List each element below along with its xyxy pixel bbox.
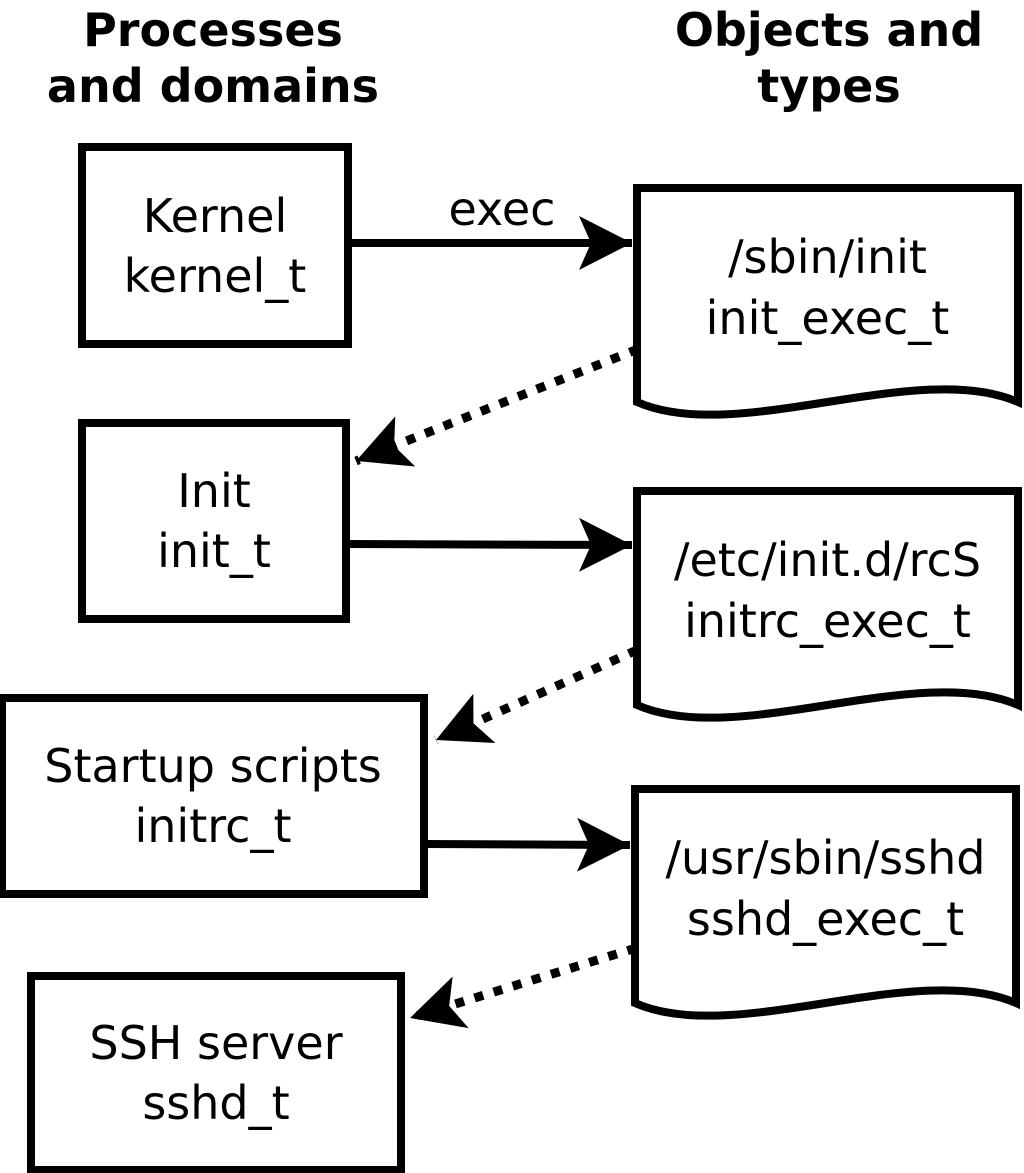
process-box-ssh-server: SSH server sshd_t xyxy=(27,972,405,1173)
process-domain: sshd_t xyxy=(142,1076,290,1130)
transition-arrow-init-exec-to-init xyxy=(354,344,640,467)
object-path: /usr/sbin/sshd xyxy=(665,830,986,885)
process-box-init: Init init_t xyxy=(78,419,350,623)
header-left-line1: Processes xyxy=(83,3,343,57)
object-type: init_exec_t xyxy=(705,290,950,345)
process-name: Kernel xyxy=(142,188,288,243)
object-type: initrc_exec_t xyxy=(684,593,971,648)
object-path: /sbin/init xyxy=(728,229,927,284)
process-box-kernel: Kernel kernel_t xyxy=(78,143,352,348)
process-name: Init xyxy=(177,464,251,518)
exec-arrow-label: exec xyxy=(448,182,556,236)
header-left-line2: and domains xyxy=(46,59,380,113)
object-doc-usr-sbin-sshd: /usr/sbin/sshd sshd_exec_t xyxy=(635,791,1016,986)
header-processes-and-domains: Processes and domains xyxy=(13,2,413,114)
exec-arrow-init-to-initrc-exec xyxy=(344,517,633,572)
transition-arrow-sshd-exec-to-ssh xyxy=(408,943,638,1029)
process-box-startup-scripts: Startup scripts initrc_t xyxy=(0,694,428,898)
object-doc-etc-initd-rcs: /etc/init.d/rcS initrc_exec_t xyxy=(637,493,1018,688)
process-domain: init_t xyxy=(157,524,271,578)
transition-arrow-initrc-exec-to-startup xyxy=(434,645,639,745)
object-type: sshd_exec_t xyxy=(686,891,965,946)
header-objects-and-types: Objects and types xyxy=(634,2,1024,114)
header-right-line2: types xyxy=(757,59,901,113)
object-path: /etc/init.d/rcS xyxy=(673,532,982,587)
process-domain: initrc_t xyxy=(134,799,292,853)
exec-arrow-startup-to-sshd-exec xyxy=(422,817,631,872)
process-name: Startup scripts xyxy=(44,739,382,793)
process-domain: kernel_t xyxy=(123,248,307,303)
process-name: SSH server xyxy=(89,1016,343,1070)
object-doc-sbin-init: /sbin/init init_exec_t xyxy=(637,190,1018,385)
header-right-line1: Objects and xyxy=(674,3,984,57)
